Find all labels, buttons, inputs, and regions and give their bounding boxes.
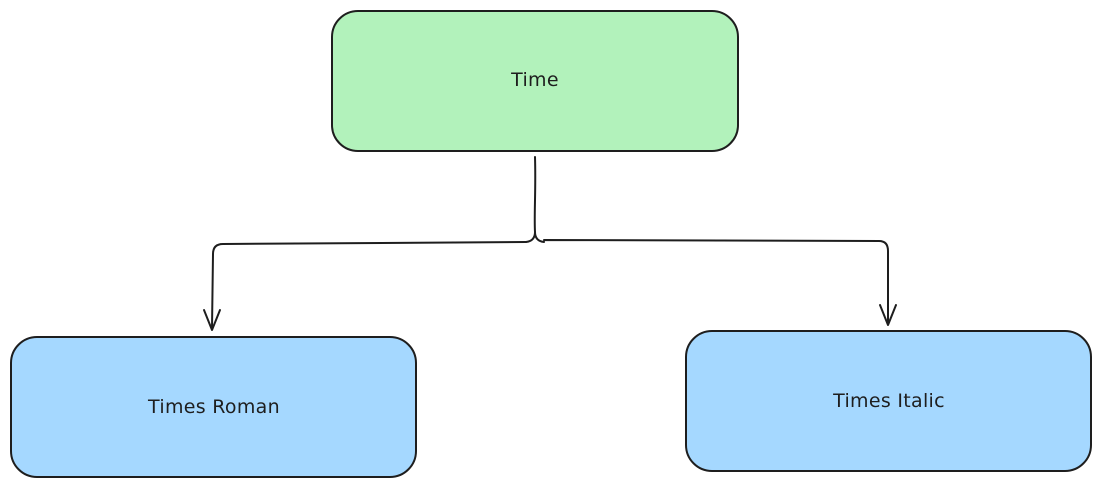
node-times-italic-label: Times Italic xyxy=(832,390,945,412)
connector-group xyxy=(204,157,896,330)
node-times-roman-label: Times Roman xyxy=(147,396,280,418)
edge-time-to-times-roman[interactable] xyxy=(212,242,526,328)
node-time[interactable]: Time xyxy=(332,11,738,151)
edge-stem[interactable] xyxy=(526,157,535,242)
node-times-roman[interactable]: Times Roman xyxy=(11,337,416,477)
node-times-italic[interactable]: Times Italic xyxy=(686,331,1091,471)
edge-time-to-times-italic[interactable] xyxy=(535,232,888,324)
node-time-label: Time xyxy=(510,69,559,91)
